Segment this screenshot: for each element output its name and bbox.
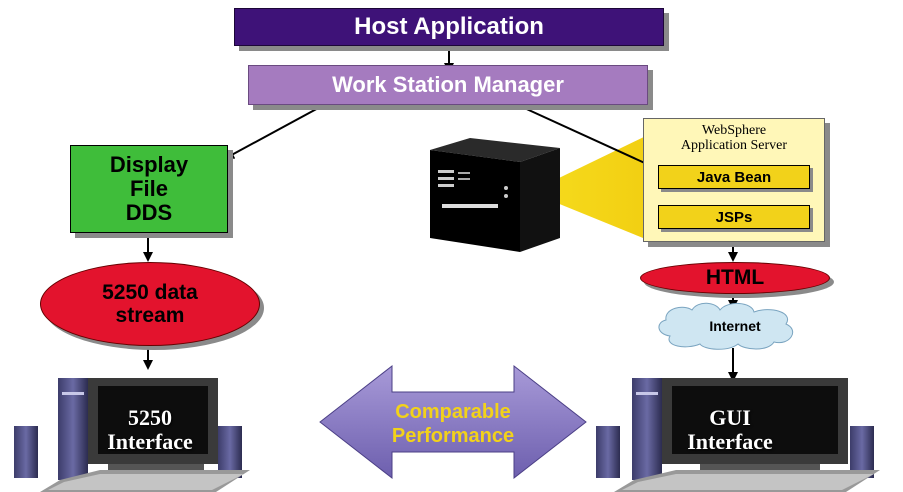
pc-5250-icon xyxy=(14,378,250,492)
websphere-line2: Application Server xyxy=(680,138,788,153)
comparable-performance-label: Comparable Performance xyxy=(350,400,556,448)
html-ellipse: HTML xyxy=(640,262,830,294)
interface-5250-label: 5250 Interface xyxy=(80,406,220,454)
internet-cloud xyxy=(658,302,794,350)
arrow-wsm-to-dds xyxy=(224,105,323,159)
data-stream-line1: 5250 data xyxy=(102,281,198,304)
host-application-label: Host Application xyxy=(354,13,544,40)
interface-gui-line2: Interface xyxy=(687,429,773,454)
websphere-line1: WebSphere xyxy=(701,123,767,138)
interface-5250-line1: 5250 xyxy=(128,405,172,430)
work-station-manager-label: Work Station Manager xyxy=(332,72,564,97)
performance-line1: Comparable xyxy=(395,401,511,423)
dds-line3: DDS xyxy=(125,200,173,225)
dds-line2: File xyxy=(130,176,168,201)
server-beam xyxy=(530,135,648,240)
jsps-label: JSPs xyxy=(715,208,753,226)
data-stream-line2: stream xyxy=(115,304,185,327)
interface-gui-line1: GUI xyxy=(709,405,751,430)
interface-5250-line2: Interface xyxy=(107,429,193,454)
html-label: HTML xyxy=(705,266,765,289)
data-stream-ellipse: 5250 data stream xyxy=(40,262,260,346)
dds-line1: Display xyxy=(109,152,189,177)
display-file-dds-box: Display File DDS xyxy=(70,145,228,233)
java-bean-label: Java Bean xyxy=(696,168,772,186)
performance-line2: Performance xyxy=(391,425,515,447)
internet-label: Internet xyxy=(709,318,761,334)
jsps-box: JSPs xyxy=(658,205,810,229)
work-station-manager-box: Work Station Manager xyxy=(248,65,648,105)
server-icon xyxy=(430,138,560,252)
comparable-performance-arrow xyxy=(319,364,587,480)
arrow-wsm-to-bean xyxy=(519,105,662,172)
java-bean-box: Java Bean xyxy=(658,165,810,189)
websphere-server-box: WebSphere Application Server Java Bean J… xyxy=(643,118,825,242)
interface-gui-label: GUI Interface xyxy=(650,406,810,454)
pc-gui-icon xyxy=(596,378,880,492)
host-application-box: Host Application xyxy=(234,8,664,46)
